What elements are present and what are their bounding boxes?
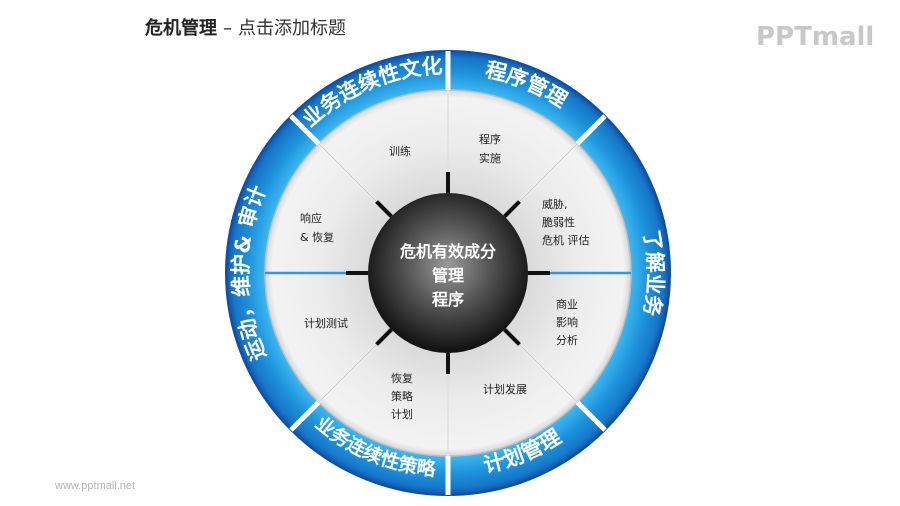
footer-url: www.pptmall.net	[55, 480, 136, 492]
ball-ticks	[346, 172, 550, 374]
center-ball	[368, 193, 528, 353]
svg-text:实施: 实施	[479, 151, 501, 165]
title-bold: 危机管理	[145, 18, 217, 39]
svg-text:威胁,: 威胁,	[542, 197, 568, 211]
svg-text:计划测试: 计划测试	[304, 317, 348, 330]
svg-text:策略: 策略	[391, 389, 413, 403]
svg-text:训练: 训练	[389, 144, 411, 158]
ring-dividers	[289, 51, 607, 495]
inner-segment-plan-testing: 计划测试	[304, 317, 348, 330]
svg-text:脆弱性: 脆弱性	[542, 215, 575, 229]
inner-segment-recovery-strategy: 恢复 策略 计划	[391, 371, 413, 421]
svg-text:响应: 响应	[300, 211, 322, 225]
svg-text:影响: 影响	[556, 316, 578, 329]
svg-text:计划发展: 计划发展	[483, 382, 527, 396]
page-title: 危机管理–点击添加标题	[145, 14, 346, 40]
center-label-line2: 管理	[432, 266, 464, 285]
svg-text:恢复: 恢复	[391, 371, 413, 385]
inner-segment-threat-assessment: 威胁, 脆弱性 危机 评估	[542, 197, 590, 247]
title-separator: –	[223, 18, 232, 39]
svg-text:危机 评估: 危机 评估	[542, 233, 590, 247]
svg-text:& 恢复: & 恢复	[300, 230, 334, 244]
inner-segment-response-recovery: 响应 & 恢复	[300, 211, 334, 244]
pptmall-logo: PPTmall	[756, 22, 875, 52]
inner-segment-business-impact: 商业 影响 分析	[556, 297, 578, 347]
title-subtitle: 点击添加标题	[238, 18, 346, 39]
svg-text:计划: 计划	[391, 408, 413, 421]
center-label-line3: 程序	[432, 290, 464, 309]
inner-segment-training: 训练	[389, 144, 411, 158]
svg-text:分析: 分析	[556, 333, 578, 347]
inner-segment-program-implementation: 程序 实施	[479, 132, 501, 165]
svg-text:商业: 商业	[556, 297, 578, 311]
svg-text:程序: 程序	[479, 132, 501, 146]
inner-segment-plan-development: 计划发展	[483, 382, 527, 396]
center-label-line1: 危机有效成分	[400, 242, 496, 261]
